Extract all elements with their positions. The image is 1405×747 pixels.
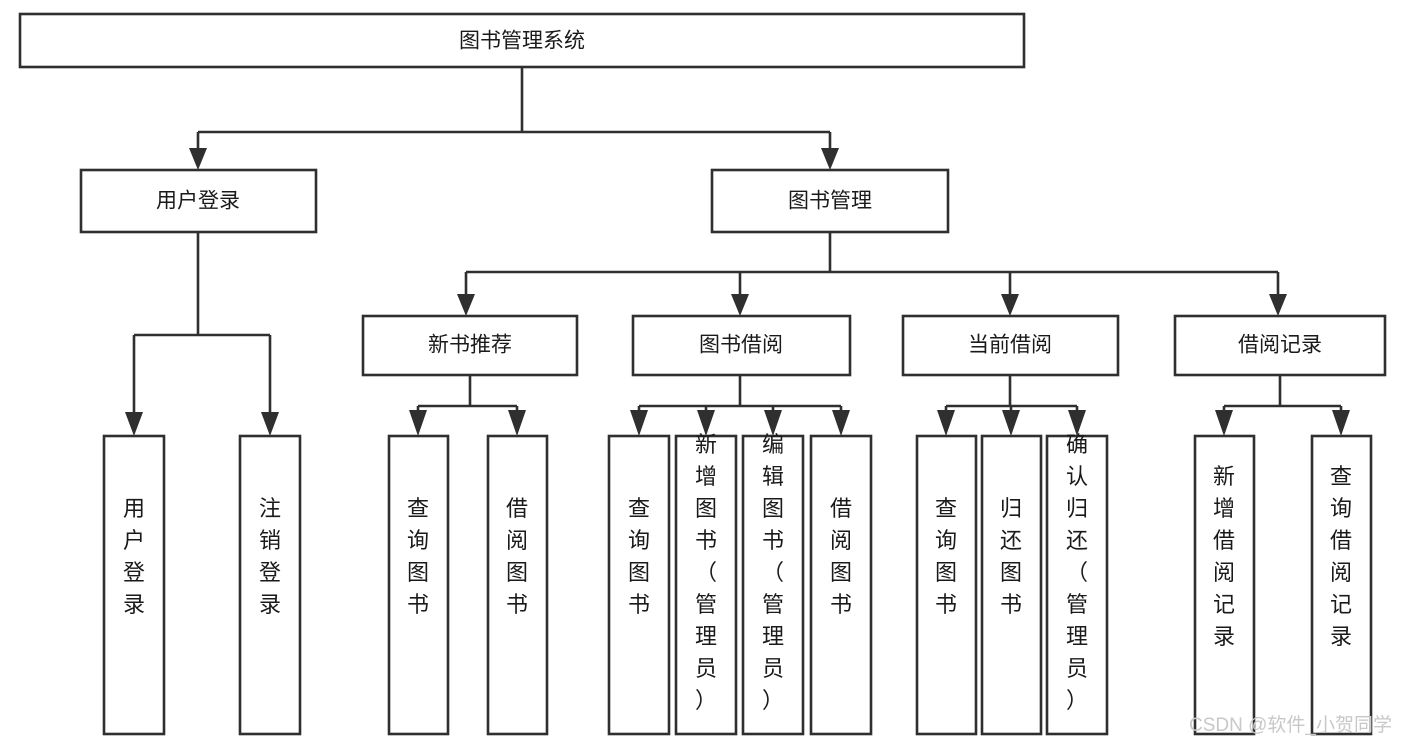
node-current-borrow-label: 当前借阅 (968, 334, 1052, 357)
node-book-borrow-box[interactable] (631, 314, 852, 377)
node-leaf-edit-book-box[interactable] (741, 434, 805, 736)
arrow-head-leaf-confirm-return (1068, 410, 1086, 436)
arrow-head-user-login (189, 148, 207, 170)
connector-group-current-borrow (937, 375, 1086, 436)
node-leaf-query-book-2-box[interactable] (607, 434, 671, 736)
node-borrow-record[interactable]: 借阅记录 (1173, 314, 1387, 377)
node-leaf-query-record-box[interactable] (1310, 434, 1373, 736)
node-book-borrow-label: 图书借阅 (699, 334, 783, 357)
node-leaf-borrow-book-2-box[interactable] (809, 434, 873, 736)
node-root-label: 图书管理系统 (459, 30, 585, 53)
arrow-head-leaf-query-record (1332, 410, 1350, 436)
node-leaf-logout[interactable]: 注销登录 (238, 434, 302, 736)
node-leaf-confirm-return[interactable]: 确认归还（管理员） (1045, 432, 1109, 736)
node-leaf-query-book-3[interactable]: 查询图书 (915, 434, 978, 736)
node-leaf-query-book-1-label: 查询图书 (407, 496, 429, 617)
connector-group-new-book-recommend (409, 375, 526, 436)
node-user-login[interactable]: 用户登录 (79, 168, 318, 234)
node-book-management-label: 图书管理 (788, 190, 872, 213)
node-leaf-query-book-2[interactable]: 查询图书 (607, 434, 671, 736)
node-leaf-borrow-book-2-label: 借阅图书 (830, 496, 852, 617)
node-leaf-user-login[interactable]: 用户登录 (102, 434, 166, 736)
node-book-borrow[interactable]: 图书借阅 (631, 314, 852, 377)
arrow-head-leaf-query-book-1 (409, 410, 427, 436)
arrow-head-leaf-logout (261, 412, 279, 436)
node-leaf-return-book[interactable]: 归还图书 (980, 434, 1043, 736)
node-user-login-box[interactable] (79, 168, 318, 234)
node-leaf-query-record-label: 查询借阅记录 (1330, 464, 1352, 649)
node-leaf-add-record-label: 新增借阅记录 (1213, 464, 1235, 649)
node-leaf-add-book-label: 新增图书（管理员） (695, 432, 717, 713)
node-leaf-query-book-3-box[interactable] (915, 434, 978, 736)
arrow-head-leaf-borrow-book-1 (508, 410, 526, 436)
connector-group-user-login (125, 232, 279, 436)
node-leaf-user-login-label: 用户登录 (123, 496, 145, 617)
arrow-head-leaf-return-book (1002, 410, 1020, 436)
node-leaf-borrow-book-1-box[interactable] (486, 434, 549, 736)
arrow-head-book-management (821, 148, 839, 170)
node-leaf-add-book-box[interactable] (674, 434, 738, 736)
arrow-head-current-borrow (1001, 294, 1019, 316)
connector-group-book-borrow (630, 375, 850, 436)
node-leaf-query-record[interactable]: 查询借阅记录 (1310, 434, 1373, 736)
arrow-head-new-book-recommend (457, 294, 475, 316)
arrow-head-leaf-user-login (125, 412, 143, 436)
arrow-head-leaf-add-record (1215, 410, 1233, 436)
node-root[interactable]: 图书管理系统 (18, 12, 1026, 69)
arrow-head-leaf-add-book (697, 410, 715, 436)
connector-group-borrow-record (1215, 375, 1350, 436)
node-leaf-query-book-1-box[interactable] (387, 434, 450, 736)
node-leaf-confirm-return-label: 确认归还（管理员） (1066, 432, 1088, 713)
node-book-management[interactable]: 图书管理 (710, 168, 950, 234)
watermark-text: CSDN @软件_小贺同学 (1189, 714, 1392, 736)
arrow-head-book-borrow (731, 294, 749, 316)
node-leaf-return-book-box[interactable] (980, 434, 1043, 736)
node-current-borrow[interactable]: 当前借阅 (901, 314, 1120, 377)
arrow-head-leaf-query-book-3 (937, 410, 955, 436)
connector-group-root (189, 67, 839, 170)
node-leaf-logout-label: 注销登录 (259, 496, 281, 617)
node-user-login-label: 用户登录 (156, 190, 240, 213)
node-leaf-confirm-return-box[interactable] (1045, 434, 1109, 736)
node-borrow-record-box[interactable] (1173, 314, 1387, 377)
node-leaf-return-book-label: 归还图书 (1000, 496, 1022, 617)
node-leaf-add-record-box[interactable] (1193, 434, 1256, 736)
arrow-head-borrow-record (1269, 294, 1287, 316)
node-new-book-recommend-label: 新书推荐 (428, 334, 512, 357)
node-current-borrow-box[interactable] (901, 314, 1120, 377)
node-book-management-box[interactable] (710, 168, 950, 234)
arrow-head-leaf-borrow-book-2 (832, 410, 850, 436)
arrow-head-leaf-query-book-2 (630, 410, 648, 436)
node-borrow-record-label: 借阅记录 (1238, 334, 1322, 357)
node-new-book-recommend[interactable]: 新书推荐 (361, 314, 579, 377)
node-leaf-query-book-2-label: 查询图书 (628, 496, 650, 617)
node-leaf-logout-box[interactable] (238, 434, 302, 736)
node-root-box[interactable] (18, 12, 1026, 69)
node-leaf-add-record[interactable]: 新增借阅记录 (1193, 434, 1256, 736)
node-leaf-query-book-3-label: 查询图书 (935, 496, 957, 617)
node-new-book-recommend-box[interactable] (361, 314, 579, 377)
node-leaf-borrow-book-2[interactable]: 借阅图书 (809, 434, 873, 736)
node-leaf-user-login-box[interactable] (102, 434, 166, 736)
connector-group-book-management (457, 232, 1287, 316)
node-leaf-borrow-book-1-label: 借阅图书 (506, 496, 528, 617)
node-leaf-edit-book-label: 编辑图书（管理员） (762, 432, 784, 713)
node-leaf-borrow-book-1[interactable]: 借阅图书 (486, 434, 549, 736)
node-leaf-add-book[interactable]: 新增图书（管理员） (674, 432, 738, 736)
arrow-head-leaf-edit-book (764, 410, 782, 436)
node-leaf-query-book-1[interactable]: 查询图书 (387, 434, 450, 736)
node-leaf-edit-book[interactable]: 编辑图书（管理员） (741, 432, 805, 736)
